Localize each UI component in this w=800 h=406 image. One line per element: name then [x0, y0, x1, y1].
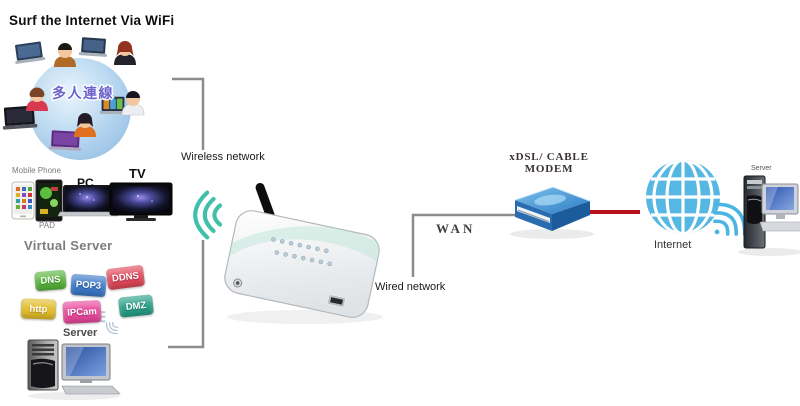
laptop-icon [48, 130, 81, 151]
server-computer-illustration-left [27, 339, 121, 400]
power-port [233, 278, 243, 288]
router-body [224, 210, 380, 318]
badge-http: http [20, 298, 57, 320]
monitor-icon [61, 343, 111, 383]
badge-dmz: DMZ [118, 294, 154, 318]
person-icon [114, 41, 136, 65]
wired-network-label: Wired network [375, 281, 446, 293]
pad-icon [35, 179, 63, 222]
usb-port [327, 294, 347, 308]
person-icon [121, 91, 145, 116]
tv-label: TV [129, 166, 146, 181]
person-icon [26, 87, 48, 111]
laptop-icon [15, 41, 46, 64]
wireless-router-illustration [193, 182, 383, 324]
wifi-icon-left [193, 190, 223, 240]
laptop-icon [78, 37, 107, 57]
internet-label: Internet [654, 239, 692, 251]
modem-icon [510, 186, 594, 239]
pad-label: PAD [39, 221, 55, 230]
server-computer-illustration-right [738, 175, 800, 256]
wan-line [411, 213, 516, 277]
badge-ipcam: IPCam [62, 300, 102, 324]
modem-label-line1: xDSL/ CABLE [509, 151, 589, 163]
tv-icon [109, 182, 173, 221]
tv-illustration [109, 182, 173, 221]
server-label-right: Server [751, 165, 772, 172]
wireless-network-label: Wireless network [181, 151, 265, 163]
laptop-pc-icon [57, 185, 119, 217]
virtual-server-heading: Virtual Server [24, 238, 113, 253]
wan-label: WAN [436, 221, 476, 236]
people-globe-caption: 多人連線 [52, 85, 114, 101]
mobile-devices-illustration [11, 179, 63, 222]
person-icon [54, 43, 76, 67]
mobile-phone-label: Mobile Phone [12, 166, 61, 175]
monitor-icon [761, 183, 799, 219]
server-label-left: Server [63, 327, 98, 339]
badge-ddns: DDNS [105, 264, 146, 291]
modem-illustration [510, 186, 594, 239]
pc-illustration [57, 185, 119, 217]
server-tower-icon [27, 339, 59, 391]
multi-user-globe-illustration: 多人連線 [2, 37, 145, 160]
globe-icon [646, 160, 720, 234]
internet-globe-illustration [646, 160, 720, 234]
keyboard-icon [61, 385, 121, 395]
server-tower-icon [743, 175, 766, 249]
person-icon [74, 113, 96, 137]
keyboard-icon [759, 221, 800, 232]
modem-label-line2: MODEM [524, 162, 574, 175]
page-title: Surf the Internet Via WiFi [9, 13, 175, 28]
laptop-icon [2, 105, 38, 130]
mobile-phone-icon [11, 181, 35, 220]
router-led-row [271, 237, 332, 266]
pc-label: PC [77, 176, 94, 190]
wifi-icon-small [105, 321, 119, 335]
laptop-icon [99, 96, 127, 114]
bracket-line-left-top [172, 77, 205, 150]
badge-dns: DNS [34, 269, 67, 292]
bracket-line-left-bottom [168, 240, 205, 349]
badge-pop3: POP3 [70, 273, 107, 298]
modem-label: xDSL/ CABLE MODEM [494, 151, 604, 175]
